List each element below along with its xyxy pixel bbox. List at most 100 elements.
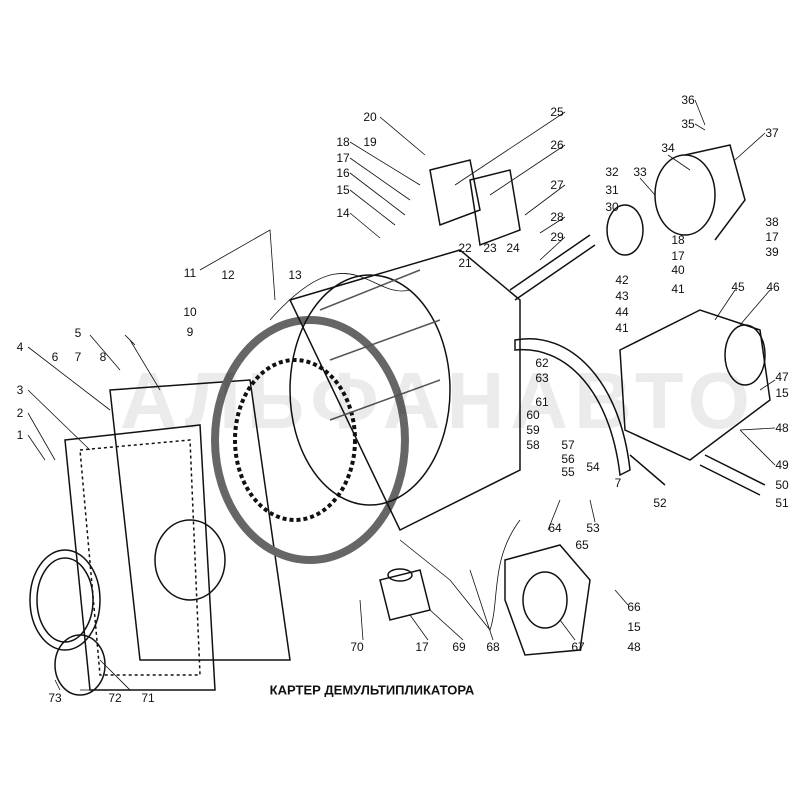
callout-22: 22: [458, 241, 472, 255]
callout-54: 54: [586, 460, 600, 474]
callout-56: 56: [561, 452, 575, 466]
callout-27: 27: [550, 178, 564, 192]
callout-12: 12: [221, 268, 235, 282]
callout-36: 36: [681, 93, 695, 107]
callout-21: 21: [458, 256, 472, 270]
pin-52: [629, 454, 666, 486]
callout-5: 5: [74, 326, 82, 340]
callout-42: 42: [615, 273, 629, 287]
callout-17: 17: [671, 249, 685, 263]
callout-41: 41: [615, 321, 629, 335]
callout-66: 66: [627, 600, 641, 614]
callout-38: 38: [765, 215, 779, 229]
callout-14: 14: [336, 206, 350, 220]
callout-44: 44: [615, 305, 629, 319]
callout-19: 19: [363, 135, 377, 149]
callout-48: 48: [627, 640, 641, 654]
gear-ring-10: [233, 358, 357, 522]
diagram-title: КАРТЕР ДЕМУЛЬТИПЛИКАТОРА: [269, 682, 475, 698]
callout-32: 32: [605, 165, 619, 179]
housing-45: [619, 309, 771, 461]
seal-ring-73: [29, 549, 101, 651]
callout-37: 37: [765, 126, 779, 140]
callout-45: 45: [731, 280, 745, 294]
callout-18: 18: [336, 135, 350, 149]
callout-72: 72: [108, 691, 122, 705]
cover-25: [429, 159, 521, 247]
callout-67: 67: [571, 640, 585, 654]
callout-46: 46: [766, 280, 780, 294]
callout-35: 35: [681, 117, 695, 131]
callout-71: 71: [141, 691, 155, 705]
callout-25: 25: [550, 105, 564, 119]
callout-69: 69: [452, 640, 466, 654]
callout-41: 41: [671, 282, 685, 296]
callout-70: 70: [350, 640, 364, 654]
housing-plate: [109, 379, 291, 661]
callout-24: 24: [506, 241, 520, 255]
callout-17: 17: [765, 230, 779, 244]
callout-7: 7: [614, 476, 622, 490]
callout-7: 7: [74, 350, 82, 364]
callout-58: 58: [526, 438, 540, 452]
callout-18: 18: [671, 233, 685, 247]
callout-39: 39: [765, 245, 779, 259]
callout-26: 26: [550, 138, 564, 152]
callout-50: 50: [775, 478, 789, 492]
callout-57: 57: [561, 438, 575, 452]
callout-1: 1: [16, 428, 24, 442]
callout-8: 8: [99, 350, 107, 364]
shaft-51: [699, 454, 766, 496]
callout-64: 64: [548, 521, 562, 535]
callout-63: 63: [535, 371, 549, 385]
callout-60: 60: [526, 408, 540, 422]
callout-10: 10: [183, 305, 197, 319]
leader-lines: [27, 99, 776, 691]
callout-13: 13: [288, 268, 302, 282]
ring-31: [606, 204, 644, 256]
housing-37: [654, 144, 746, 241]
callout-73: 73: [48, 691, 62, 705]
callout-28: 28: [550, 210, 564, 224]
gasket-71: [64, 424, 216, 691]
callout-61: 61: [535, 395, 549, 409]
callout-17: 17: [336, 151, 350, 165]
callout-49: 49: [775, 458, 789, 472]
callout-59: 59: [526, 423, 540, 437]
callout-33: 33: [633, 165, 647, 179]
callout-23: 23: [483, 241, 497, 255]
callout-62: 62: [535, 356, 549, 370]
callout-40: 40: [671, 263, 685, 277]
callout-9: 9: [186, 325, 194, 339]
callout-51: 51: [775, 496, 789, 510]
callout-53: 53: [586, 521, 600, 535]
shaft-29: [509, 234, 596, 301]
valve-block-69: [379, 568, 431, 621]
callout-11: 11: [183, 266, 197, 280]
callout-17: 17: [415, 640, 429, 654]
ring-72: [54, 634, 106, 696]
callout-65: 65: [575, 538, 589, 552]
callout-48: 48: [775, 421, 789, 435]
callout-20: 20: [363, 110, 377, 124]
callout-2: 2: [16, 406, 24, 420]
callout-15: 15: [336, 183, 350, 197]
callout-68: 68: [486, 640, 500, 654]
main-housing-13: [288, 249, 521, 532]
gasket-9: [211, 316, 409, 564]
callout-6: 6: [51, 350, 59, 364]
callout-34: 34: [661, 141, 675, 155]
callout-31: 31: [605, 183, 619, 197]
flange-65: [504, 544, 591, 656]
callout-43: 43: [615, 289, 629, 303]
callout-15: 15: [775, 386, 789, 400]
watermark: АЛЬФАНАВТО: [120, 356, 756, 445]
callout-30: 30: [605, 200, 619, 214]
callout-55: 55: [561, 465, 575, 479]
callout-15: 15: [627, 620, 641, 634]
callout-29: 29: [550, 230, 564, 244]
lever-54: [514, 338, 631, 477]
callout-47: 47: [775, 370, 789, 384]
